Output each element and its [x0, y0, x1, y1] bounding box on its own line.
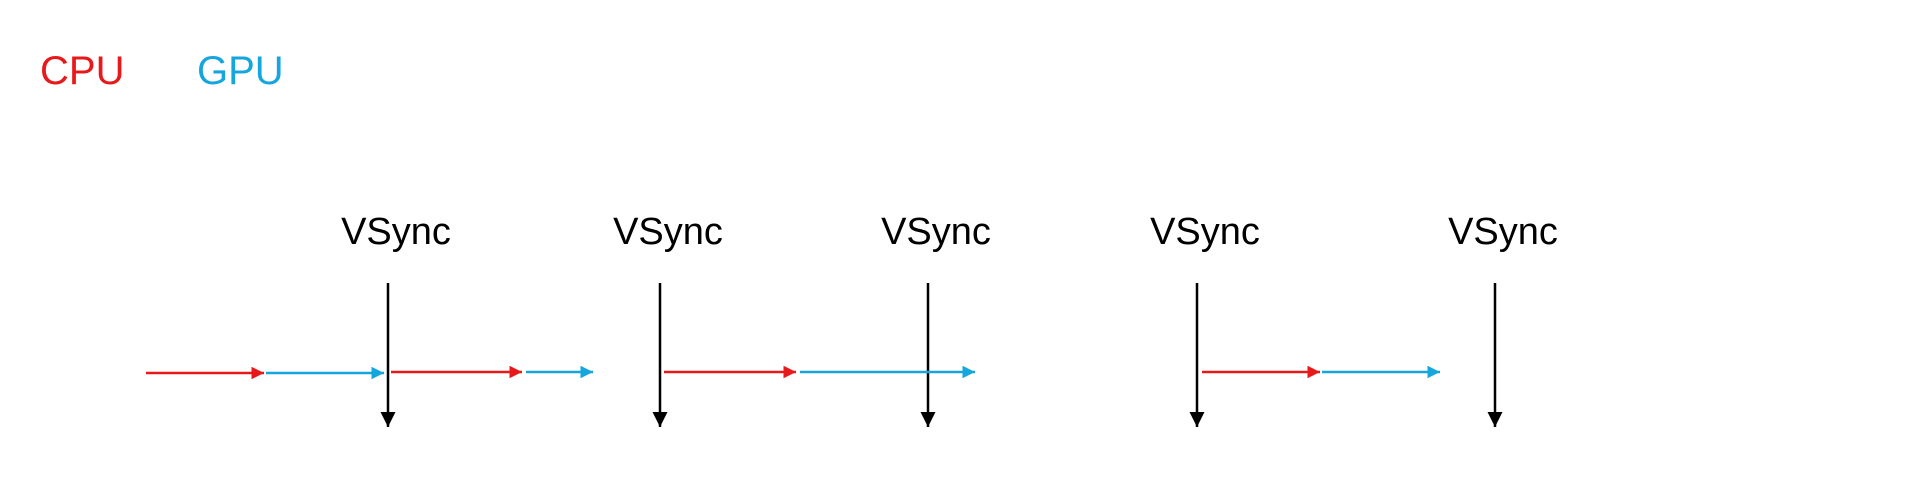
vsync-markers: VSync VSync VSync VSync VSync: [341, 211, 1558, 427]
vsync-label: VSync: [613, 211, 723, 253]
vsync-label: VSync: [341, 211, 451, 253]
legend-cpu-label: CPU: [40, 49, 124, 93]
vsync-label: VSync: [881, 211, 991, 253]
vsync-marker-1: VSync: [341, 211, 451, 427]
timeline-segments: [146, 365, 1440, 380]
vsync-label: VSync: [1150, 211, 1260, 253]
vsync-marker-3: VSync: [881, 211, 991, 427]
vsync-label: VSync: [1448, 211, 1558, 253]
vsync-marker-2: VSync: [613, 211, 723, 427]
vsync-marker-5: VSync: [1448, 211, 1558, 427]
vsync-marker-4: VSync: [1150, 211, 1260, 427]
legend-gpu-label: GPU: [197, 49, 284, 93]
